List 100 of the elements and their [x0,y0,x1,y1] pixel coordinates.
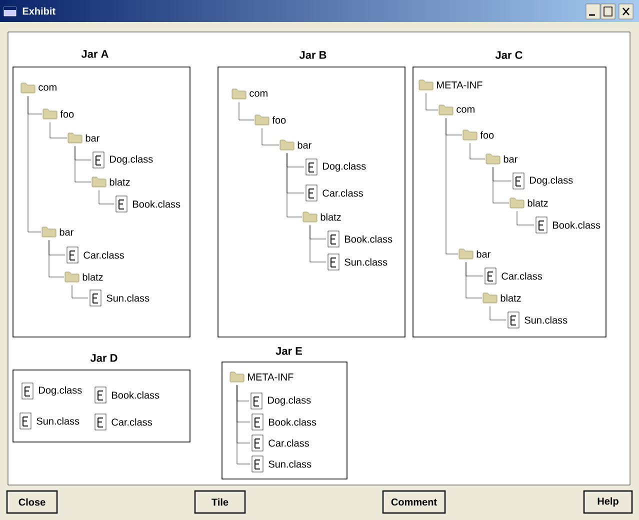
node-label: Book.class [553,221,600,229]
node-label: Car.class [84,251,124,259]
class-file-item: Sun.class [508,312,568,328]
node-label: Sun.class [524,316,568,324]
class-file-item: Sun.class [328,254,388,270]
node-label: META-INF [437,82,482,88]
class-file-item: Dog.class [92,152,153,168]
node-label: Dog.class [39,386,82,396]
class-file-item: Dog.class [512,172,573,190]
tree-line [286,153,302,218]
push-button: Help [583,490,633,514]
tree-line [516,211,534,226]
tree-line [28,96,42,232]
node-label: com [456,107,474,113]
folder-item: blatz [302,212,341,222]
panel-heading: Jar A [81,50,108,58]
node-label: bar [298,141,312,149]
class-file-item: Car.class [484,268,542,284]
node-label: Car.class [268,439,309,447]
class-file-item: Sun.class [252,456,312,472]
class-file-item: Book.class [252,414,316,430]
folder-item: bar [486,154,518,164]
node-label: Dog.class [323,162,366,172]
node-label: blatz [320,213,341,221]
window-title: Exhibit [22,7,56,15]
node-label: Sun.class [36,417,80,425]
tree-line [236,385,250,464]
tree-line [72,285,88,298]
push-button: Close [6,490,58,514]
folder-item: blatz [92,176,130,188]
folder-item: blatz [64,272,103,282]
push-button: Comment [382,490,446,514]
tree-line [48,240,64,278]
node-label: META-INF [248,374,294,380]
node-label: foo [480,131,494,139]
folder-item: foo [254,114,286,126]
node-label: Car.class [322,189,363,197]
folder-item: com [438,104,474,116]
node-label: foo [272,116,286,124]
panel-heading: Jar C [495,51,522,59]
node-label: Dog.class [530,176,573,186]
tree-line [492,167,510,204]
node-label: Dog.class [268,396,311,406]
node-label: bar [476,250,490,258]
node-label: Sun.class [268,460,312,468]
folder-item: foo [462,130,494,140]
node-label: blatz [500,294,521,302]
tree-line [490,306,506,320]
folder-item: bar [458,248,490,260]
tree-line [470,143,486,160]
tree-line [98,190,114,204]
node-label: Car.class [112,418,152,426]
tree-line [466,262,482,298]
panel-heading: Jar D [90,354,118,362]
tree-line [262,128,280,146]
folder-item: bar [42,226,74,238]
node-label: Book.class [133,200,180,208]
class-file-item: Car.class [94,414,152,430]
class-file-item: Dog.class [250,392,311,410]
class-file-item: Sun.class [90,290,150,306]
class-file-item: Car.class [66,246,124,264]
folder-item: com [20,82,56,94]
tree-line [50,122,68,138]
node-label: com [250,91,268,97]
tree-line [74,146,92,182]
class-file-item: Car.class [252,434,309,452]
node-label: bar [504,155,518,163]
node-label: com [38,85,56,91]
tree-line [238,102,254,120]
node-label: Sun.class [344,258,388,266]
node-label: bar [86,134,100,142]
tree-line [446,118,458,254]
folder-item: META-INF [230,372,294,382]
folder-item: bar [280,140,312,150]
node-label: Sun.class [106,294,150,302]
node-label: blatz [110,178,130,186]
node-label: Book.class [269,418,316,426]
node-label: Dog.class [110,155,153,165]
push-button: Tile [194,490,246,514]
class-file-item: Dog.class [306,158,366,176]
tree-line [310,225,326,262]
panel-heading: Jar B [299,51,326,59]
node-label: foo [60,110,74,118]
class-file-item: Dog.class [22,382,82,400]
panel-heading: Jar E [276,347,302,355]
node-label: Car.class [502,272,542,280]
folder-item: foo [42,108,74,120]
node-label: bar [60,228,74,236]
node-label: blatz [82,273,103,281]
class-file-item: Book.class [94,386,160,404]
class-file-item: Book.class [116,196,180,212]
node-label: blatz [528,199,548,207]
node-label: Book.class [345,235,392,243]
class-file-item: Book.class [328,230,392,248]
folder-item: bar [68,132,100,144]
class-file-item: Book.class [536,216,600,234]
folder-item: META-INF [418,80,482,90]
tree-line [426,93,438,110]
node-label: Book.class [112,391,160,399]
folder-item: blatz [482,292,521,304]
